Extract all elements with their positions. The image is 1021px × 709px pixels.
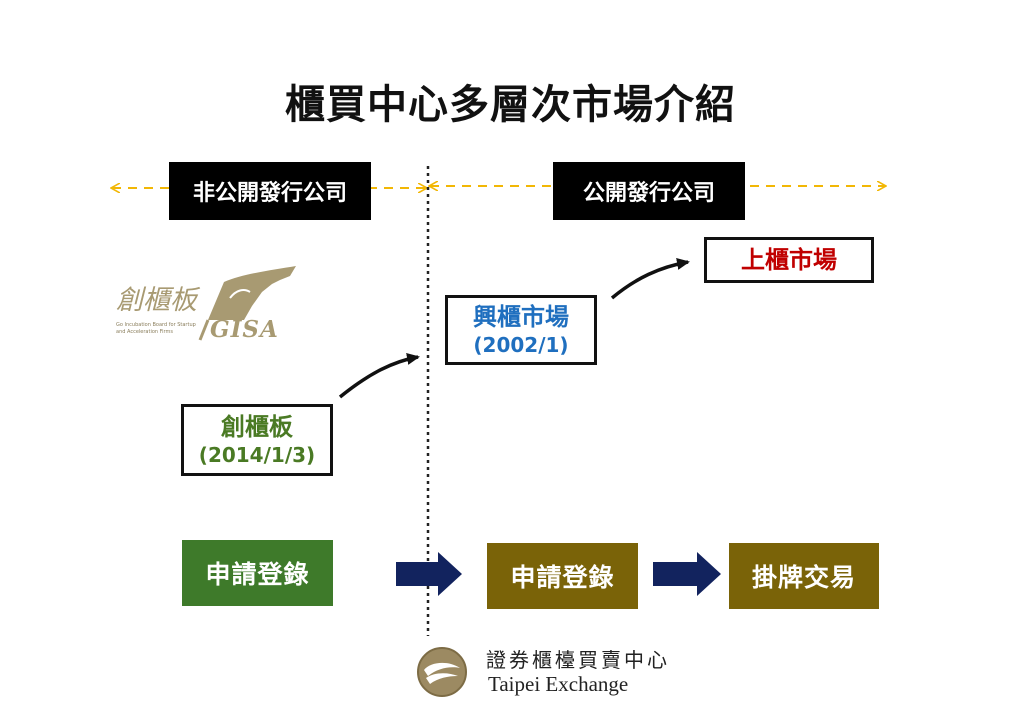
taipei-exchange-logo: 證券櫃檯買賣中心 Taipei Exchange <box>416 642 686 702</box>
gisa-logo: 創櫃板 Go Incubation Board for Startup and … <box>112 262 302 346</box>
curve-arrow-gisa-to-emerging <box>338 353 420 399</box>
process-arrow-1 <box>396 552 462 596</box>
emerging-register-step: 申請登錄 <box>487 543 638 609</box>
gisa-logo-english-1: Go Incubation Board for Startup <box>116 322 196 328</box>
otc-market-name: 上櫃市場 <box>741 246 837 274</box>
taipei-exchange-chinese: 證券櫃檯買賣中心 <box>486 648 670 672</box>
gisa-logo-chinese: 創櫃板 <box>116 285 197 316</box>
emerging-board-date: (2002/1) <box>473 333 569 357</box>
gisa-logo-english-2: and Acceleration Firms <box>116 329 173 335</box>
curve-arrow-emerging-to-otc <box>610 258 690 300</box>
gisa-register-step: 申請登錄 <box>182 540 333 606</box>
gisa-emblem-icon <box>198 266 296 341</box>
emerging-board-name: 興櫃市場 <box>473 303 569 331</box>
private-company-label: 非公開發行公司 <box>169 162 371 220</box>
gisa-board-date: (2014/1/3) <box>198 443 316 467</box>
public-company-label: 公開發行公司 <box>553 162 745 220</box>
gisa-board-box: 創櫃板 (2014/1/3) <box>181 404 333 476</box>
gisa-logo-mark: GISA <box>210 316 279 343</box>
taipei-exchange-english: Taipei Exchange <box>488 672 629 696</box>
taipei-exchange-emblem-icon <box>417 647 467 697</box>
listing-trade-step: 掛牌交易 <box>729 543 879 609</box>
otc-market-box: 上櫃市場 <box>704 237 874 283</box>
gisa-board-name: 創櫃板 <box>221 413 293 441</box>
emerging-board-box: 興櫃市場 (2002/1) <box>445 295 597 365</box>
page-title: 櫃買中心多層次市場介紹 <box>285 82 736 128</box>
process-arrow-2 <box>653 552 721 596</box>
